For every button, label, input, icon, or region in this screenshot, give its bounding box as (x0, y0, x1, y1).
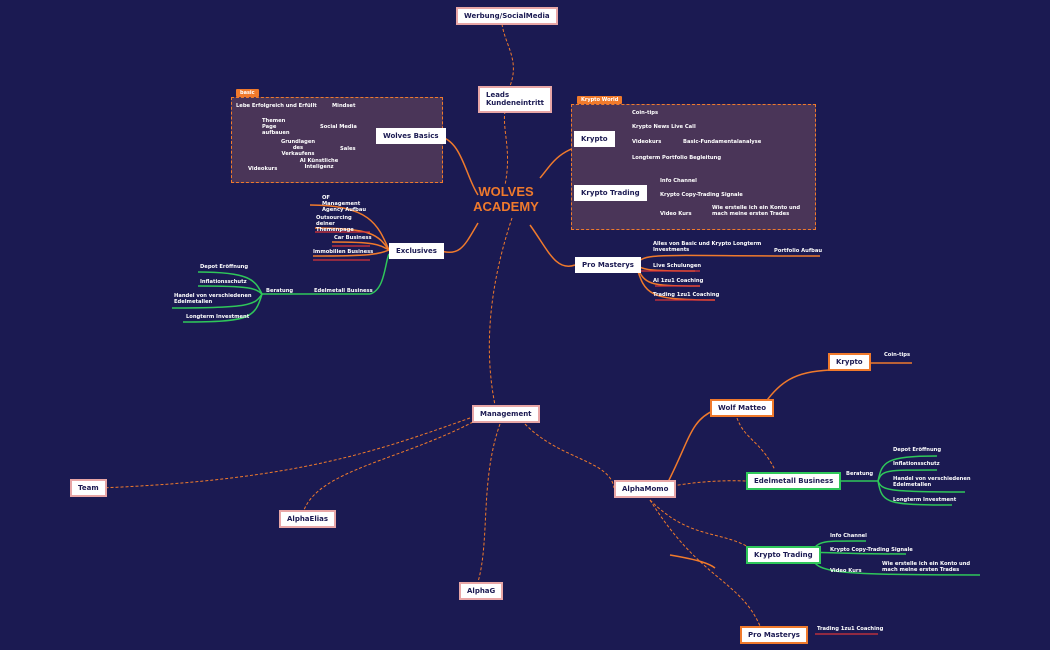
center-title[interactable]: WOLVES ACADEMY (466, 184, 546, 215)
leaf-coin-tips-2: Coin-tips (884, 352, 911, 358)
krypto-node-2[interactable]: Krypto (828, 353, 871, 372)
leaf-longterm-investment: Longterm Investment (186, 314, 250, 320)
krypto-node[interactable]: Krypto (574, 131, 615, 148)
leaf-videokurs: Videokurs (248, 166, 278, 172)
leaf-depot-eroeffnung-2: Depot Eröffnung (893, 447, 942, 453)
leaf-video-kurs: Video Kurs (660, 211, 692, 217)
leads-line1: Leads (486, 91, 510, 99)
leaf-lebe-erfolgreich: Lebe Erfolgreich und Erfüllt (236, 103, 317, 109)
leaf-of-management: OF Management Agency Aufbau (322, 195, 367, 213)
leaf-depot-eroeffnung: Depot Eröffnung (200, 264, 249, 270)
wolf-matteo-node[interactable]: Wolf Matteo (710, 399, 775, 418)
leaf-krypto-news: Krypto News Live Call (632, 124, 696, 130)
leaf-car-business: Car Business (334, 235, 372, 241)
leaf-immobilien: Immobilien Business (313, 249, 374, 255)
leaf-konto-erstellen-2: Wie erstelle ich ein Konto und mach mein… (882, 561, 971, 573)
leaf-beratung-2: Beratung (846, 471, 874, 477)
leaf-live-schulungen: Live Schulungen (653, 263, 702, 269)
leaf-social-media: Social Media (320, 124, 357, 130)
leaf-ai: AI Künstliche Inteligenz (299, 158, 339, 170)
alphag-node[interactable]: AlphaG (459, 582, 504, 601)
leaf-video-kurs-2: Video Kurs (830, 568, 862, 574)
leaf-copy-trading-2: Krypto Copy-Trading Signale (830, 547, 913, 553)
pro-masterys-node[interactable]: Pro Masterys (575, 257, 641, 274)
leaf-trading-coaching-2: Trading 1zu1 Coaching (817, 626, 884, 632)
leaf-grundlagen: Grundlagen des Verkaufens (280, 139, 316, 157)
exclusives-node[interactable]: Exclusives (389, 243, 444, 260)
leaf-inflationsschutz: Inflationsschutz (200, 279, 247, 285)
leaf-videokurs-krypto: Videokurs (632, 139, 662, 145)
leaf-fundamentalanalyse: Basic-Fundamentalanalyse (683, 139, 762, 145)
leaf-info-channel: Info Channel (660, 178, 697, 184)
wolves-basics-node[interactable]: Wolves Basics (376, 128, 446, 145)
leaf-info-channel-2: Info Channel (830, 533, 867, 539)
pro-masterys-node-2[interactable]: Pro Masterys (740, 626, 808, 645)
alphaelias-node[interactable]: AlphaElias (279, 510, 337, 529)
edelmetall-business-node[interactable]: Edelmetall Business (746, 472, 842, 491)
leaf-beratung: Beratung (266, 288, 294, 294)
leaf-ai-coaching: AI 1zu1 Coaching (653, 278, 704, 284)
alphamomo-node[interactable]: AlphaMomo (614, 480, 677, 499)
center-title-line2: ACADEMY (473, 198, 539, 214)
leaf-handel-edelmetalle: Handel von verschiedenen Edelmetallen (174, 293, 252, 305)
leaf-alles-von-basic: Alles von Basic und Krypto Longterm Inve… (653, 241, 762, 253)
center-title-line1: WOLVES (478, 184, 534, 199)
basic-group-tag: basic (236, 89, 259, 97)
krypto-world-group (571, 104, 816, 230)
leaf-portfolio-aufbau: Portfolio Aufbau (774, 248, 823, 254)
leaf-longterm-portfolio: Longterm Portfolio Begleitung (632, 155, 722, 161)
krypto-trading-node[interactable]: Krypto Trading (574, 185, 647, 202)
leaf-copy-trading: Krypto Copy-Trading Signale (660, 192, 743, 198)
leaf-coin-tips: Coin-tips (632, 110, 659, 116)
leaf-edelmetall-business: Edelmetall Business (314, 288, 373, 294)
leaf-handel-edelmetalle-2: Handel von verschiedenen Edelmetallen (893, 476, 971, 488)
leaf-inflationsschutz-2: Inflationsschutz (893, 461, 940, 467)
leads-node[interactable]: Leads Kundeneintritt (478, 86, 553, 113)
leaf-themen-page: Themen Page aufbauen (262, 118, 290, 136)
leaf-trading-coaching: Trading 1zu1 Coaching (653, 292, 720, 298)
leaf-konto-erstellen: Wie erstelle ich ein Konto und mach mein… (712, 205, 801, 217)
leaf-mindset: Mindset (332, 103, 356, 109)
werbung-node[interactable]: Werbung/SocialMedia (456, 7, 558, 26)
krypto-trading-node-2[interactable]: Krypto Trading (746, 546, 821, 565)
krypto-world-tag: Krypto World (577, 96, 623, 104)
team-node[interactable]: Team (70, 479, 107, 498)
management-node[interactable]: Management (472, 405, 540, 424)
leaf-sales: Sales (340, 146, 356, 152)
leads-line2: Kundeneintritt (486, 99, 545, 108)
leaf-outsourcing: Outsourcing deiner Themenpage (316, 215, 354, 233)
leaf-longterm-investment-2: Longterm Investment (893, 497, 957, 503)
